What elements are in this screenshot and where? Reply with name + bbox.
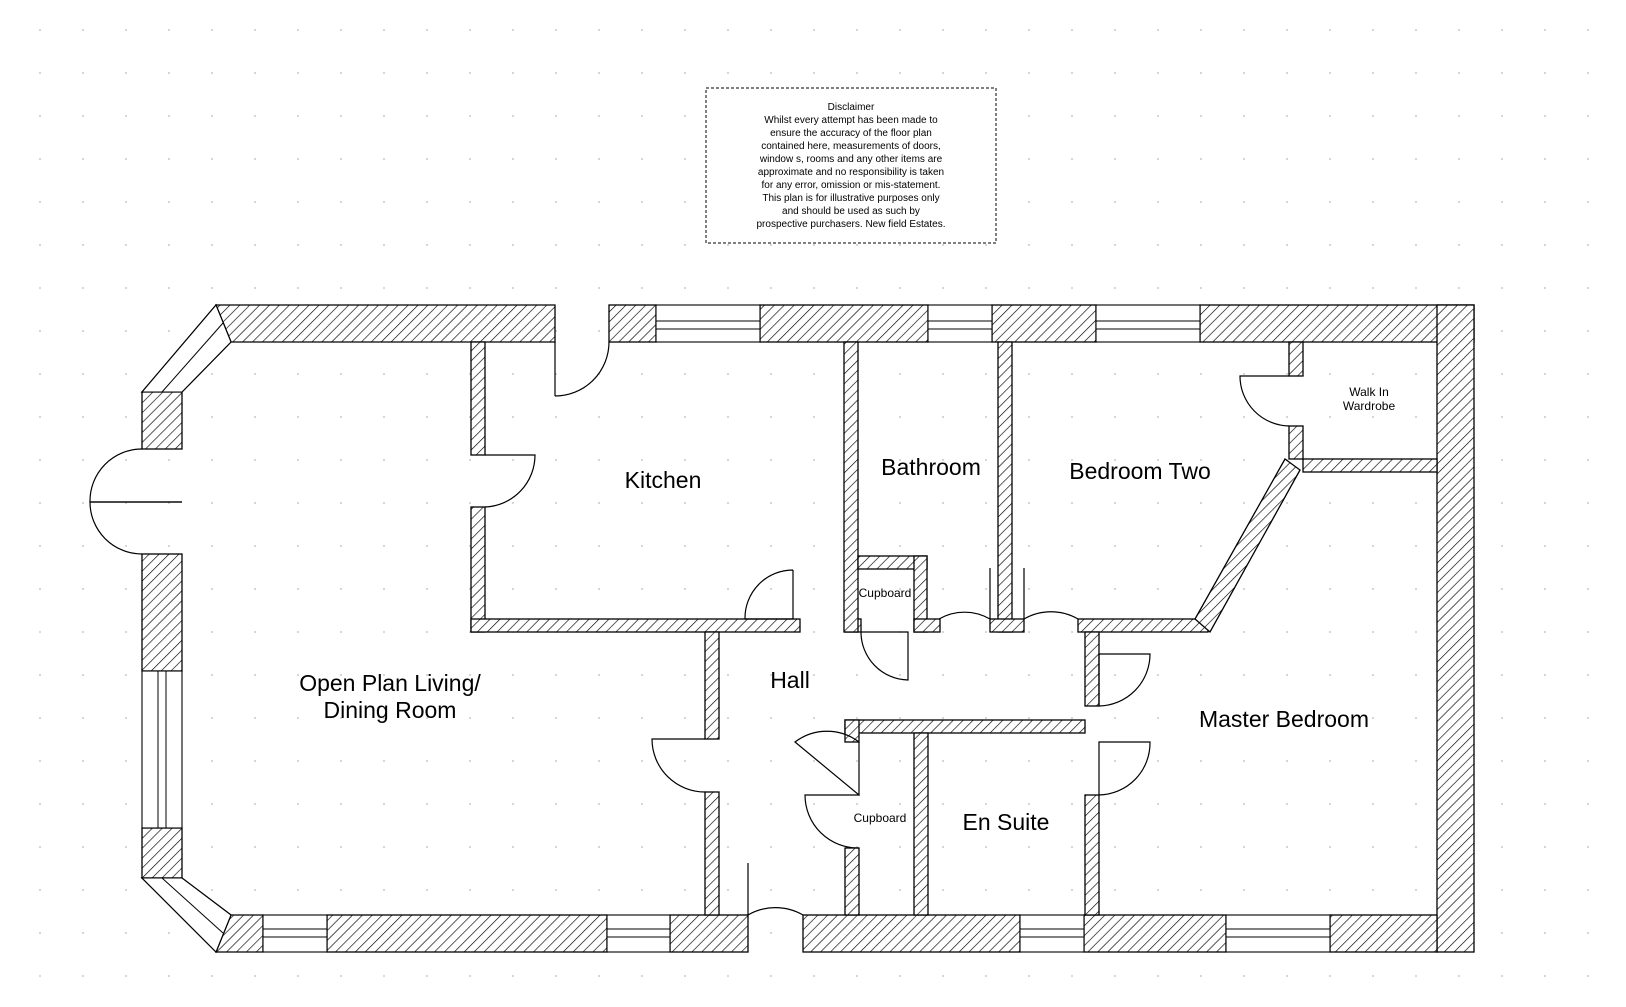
window	[141, 670, 183, 829]
door-swing	[484, 454, 536, 508]
window	[606, 914, 671, 953]
door-swing	[1239, 375, 1290, 427]
internal-walls	[470, 341, 1438, 916]
room-labels: Kitchen Bathroom Bedroom Two Walk In War…	[299, 385, 1395, 835]
windows	[140, 303, 1331, 953]
disclaimer-line: window s, rooms and any other items are	[759, 154, 943, 165]
disclaimer-line: Whilst every attempt has been made to	[764, 115, 938, 126]
room-label-bedroom-two: Bedroom Two	[1069, 458, 1210, 484]
room-label-walk-in-wardrobe: Walk In	[1349, 385, 1389, 399]
disclaimer-line: and should be used as such by	[782, 206, 920, 217]
window	[1095, 304, 1201, 343]
window	[140, 877, 232, 953]
door-swing	[860, 631, 909, 681]
door-swing	[1098, 653, 1151, 707]
room-label-en-suite: En Suite	[963, 809, 1050, 835]
door-swing	[554, 341, 610, 397]
door-swing	[744, 569, 794, 620]
door-swing	[804, 794, 860, 849]
room-label-cupboard: Cupboard	[859, 586, 912, 600]
disclaimer-line: prospective purchasers. New field Estate…	[757, 219, 946, 230]
window	[1019, 914, 1085, 953]
disclaimer-line: This plan is for illustrative purposes o…	[762, 193, 939, 204]
room-label-bathroom: Bathroom	[881, 454, 981, 480]
disclaimer-line: ensure the accuracy of the floor plan	[770, 128, 932, 139]
door-swing	[1023, 568, 1079, 621]
disclaimer-box: Disclaimer Whilst every attempt has been…	[705, 87, 997, 244]
door-swing	[747, 863, 804, 917]
window	[1225, 914, 1331, 953]
disclaimer-line: contained here, measurements of doors,	[761, 141, 941, 152]
room-label-kitchen: Kitchen	[625, 467, 702, 493]
door-swing	[794, 730, 860, 797]
window	[262, 914, 328, 953]
window	[655, 304, 761, 343]
door-swing	[89, 448, 182, 503]
door-swing	[89, 501, 182, 555]
doors	[89, 341, 1290, 917]
room-label-cupboard: Cupboard	[854, 811, 907, 825]
window	[140, 303, 232, 393]
disclaimer-line: approximate and no responsibility is tak…	[758, 167, 944, 178]
room-label-walk-in-wardrobe: Wardrobe	[1343, 399, 1396, 413]
disclaimer-heading: Disclaimer	[828, 102, 875, 113]
room-label-living-dining: Open Plan Living/	[299, 670, 481, 696]
disclaimer-line: for any error, omission or mis-statement…	[762, 180, 941, 191]
window	[927, 304, 993, 343]
door-swing	[651, 738, 706, 793]
external-walls	[140, 303, 1475, 954]
room-label-master-bedroom: Master Bedroom	[1199, 706, 1369, 732]
room-label-hall: Hall	[770, 667, 810, 693]
door-swing	[1098, 741, 1151, 796]
room-label-living-dining: Dining Room	[324, 697, 457, 723]
door-swing	[938, 568, 991, 621]
